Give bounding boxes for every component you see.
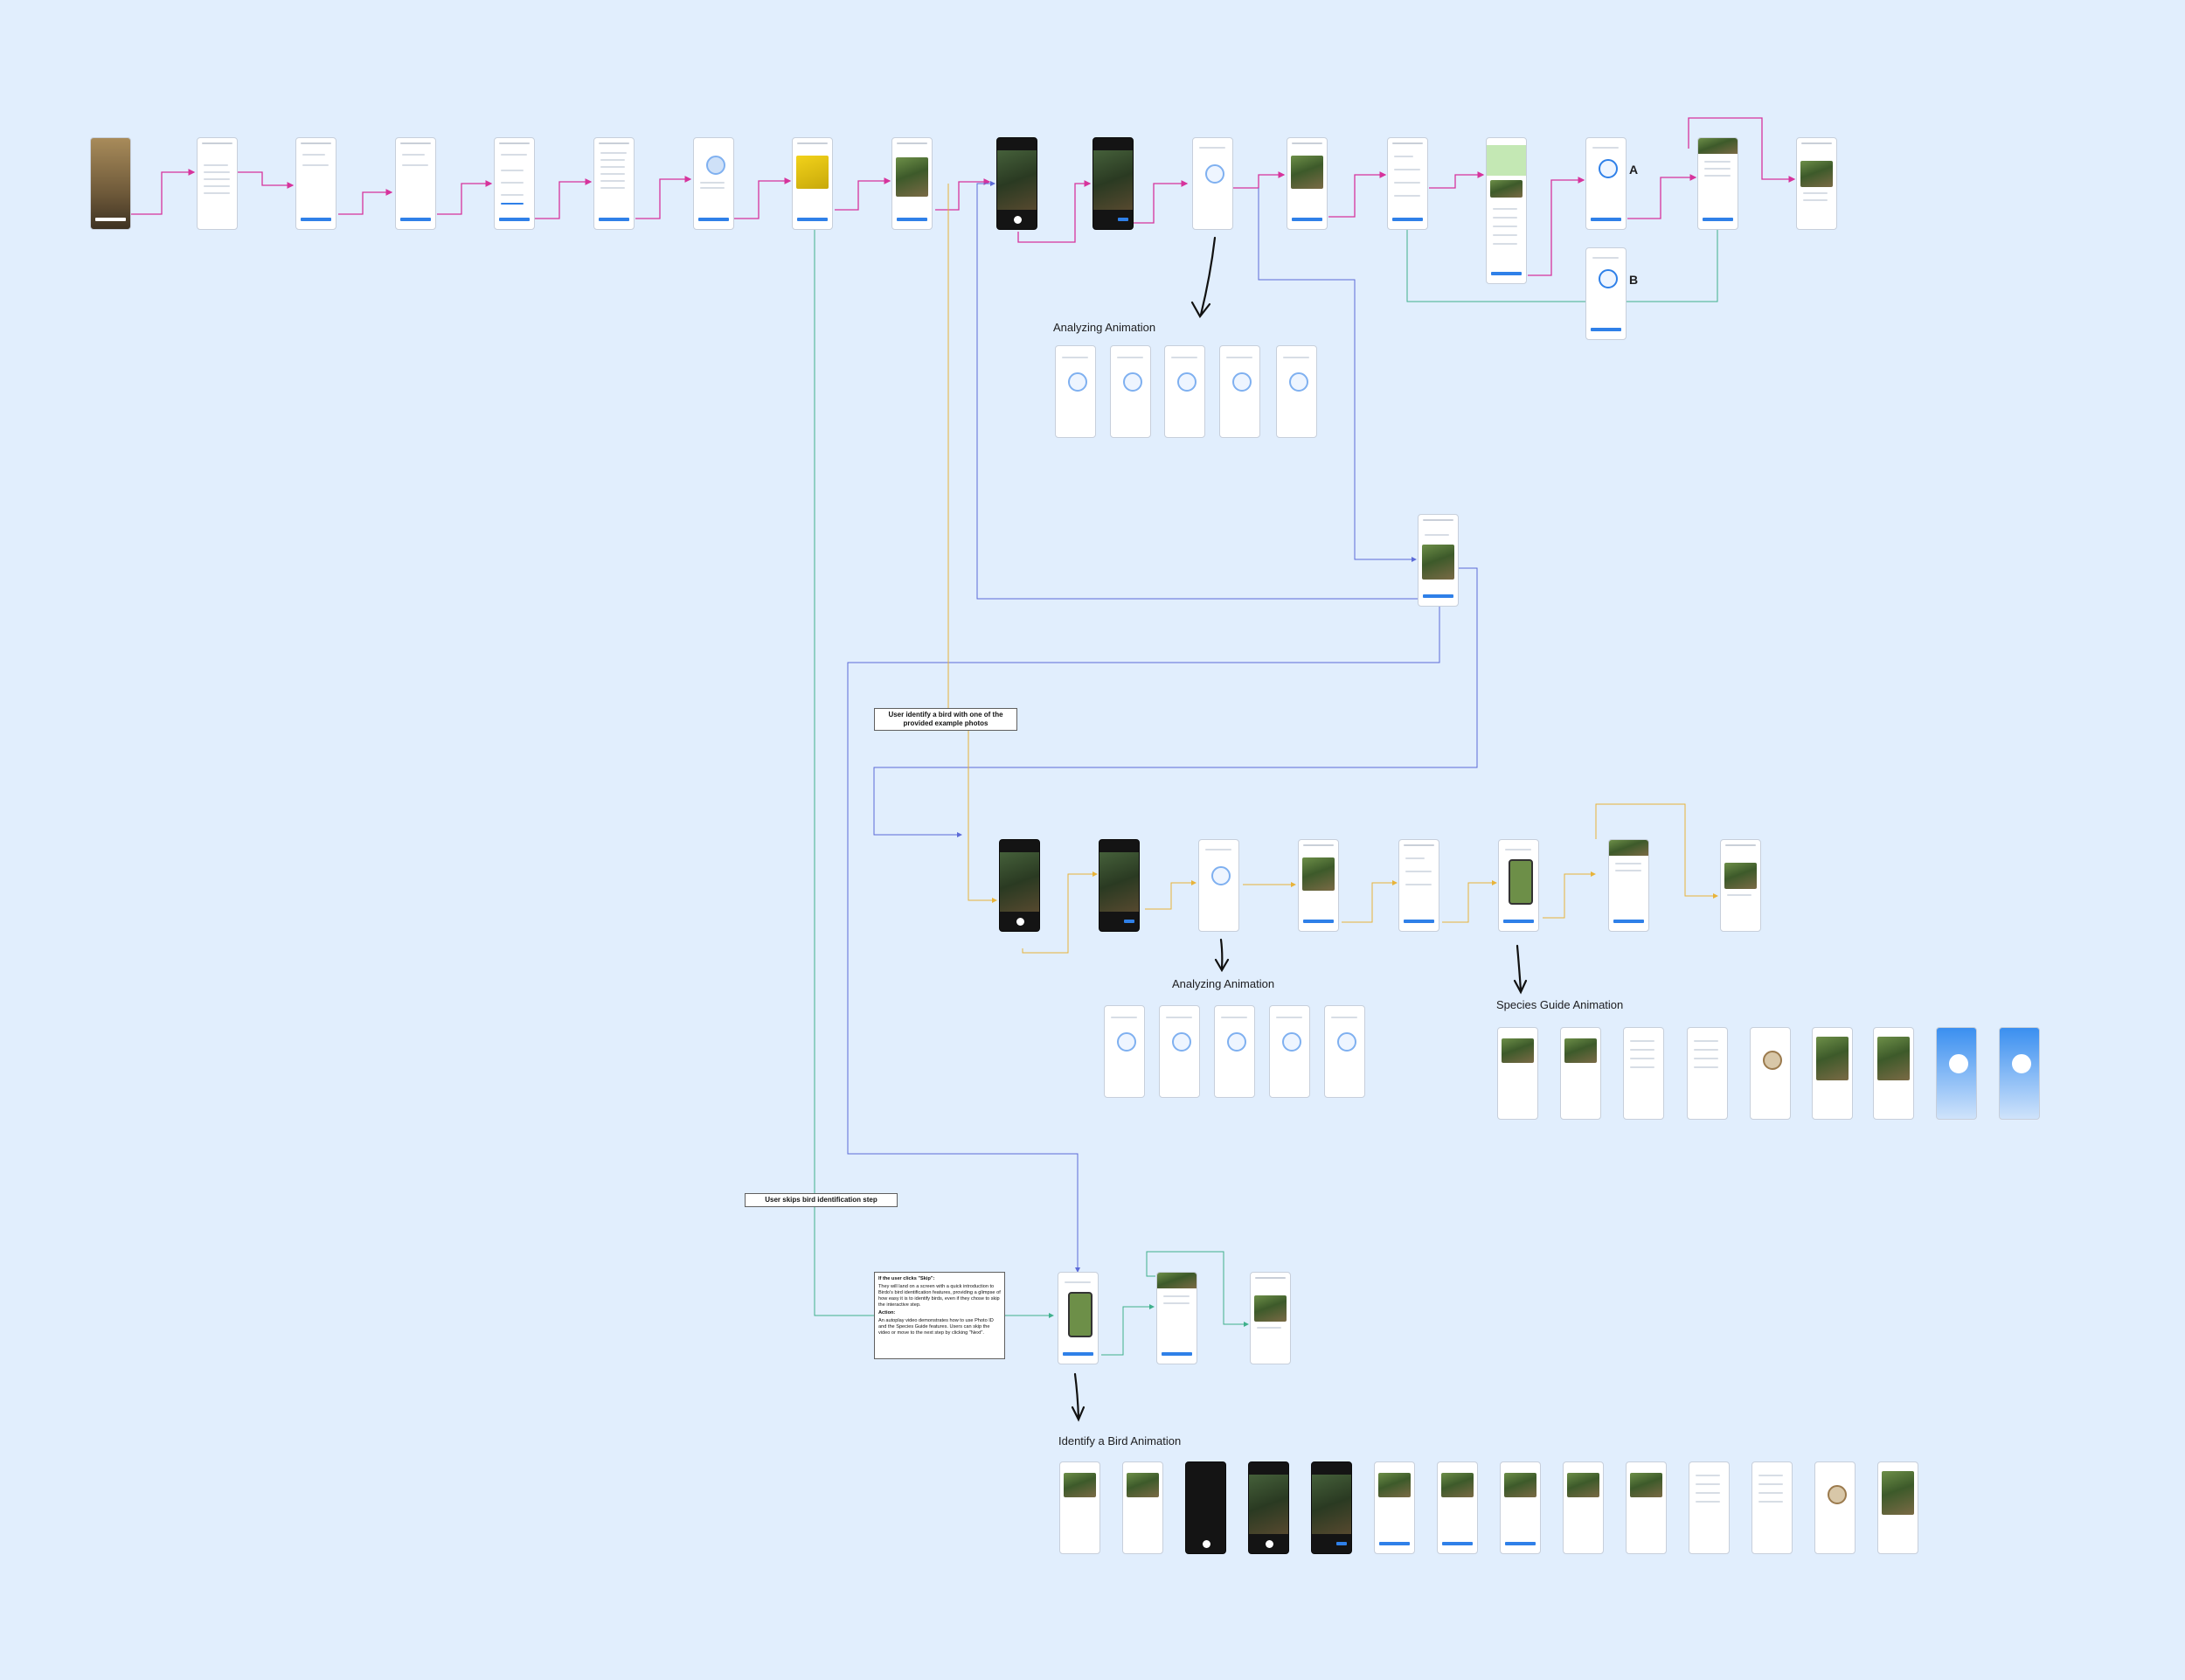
- identify-animation-frame: [1122, 1461, 1163, 1554]
- analyzing-frame: [1324, 1005, 1365, 1098]
- species-guide-frame: [1687, 1027, 1728, 1120]
- species-guide-frame: [1999, 1027, 2040, 1120]
- analyzing-animation-title-2: Analyzing Animation: [1172, 977, 1275, 990]
- result-screen[interactable]: [1287, 137, 1328, 230]
- identify-animation-frame: [1437, 1461, 1478, 1554]
- skip-flow-connectors: [814, 222, 1720, 1356]
- analyzing-frame: [1104, 1005, 1145, 1098]
- identify-animation-frame: [1311, 1461, 1352, 1554]
- analyzing-animation-title-1: Analyzing Animation: [1053, 321, 1156, 334]
- skip-action-body: An autoplay video demonstrates how to us…: [878, 1318, 994, 1336]
- camera-preview-example[interactable]: [1099, 839, 1140, 932]
- species-guide-animation-title: Species Guide Animation: [1496, 998, 1624, 1011]
- subscription-screen[interactable]: [1697, 137, 1738, 230]
- subscription-screen-example[interactable]: [1608, 839, 1649, 932]
- phone-mockup: [1509, 859, 1533, 905]
- onboarding-screen-6[interactable]: [693, 137, 734, 230]
- main-flow-connectors: [131, 117, 1796, 276]
- identify-animation-frame: [1814, 1461, 1856, 1554]
- onboarding-screen-1[interactable]: [197, 137, 238, 230]
- header-banner: [1487, 145, 1526, 176]
- species-guide-frame: [1750, 1027, 1791, 1120]
- identify-animation-frame: [1185, 1461, 1226, 1554]
- skip-detail-body: They will land on a screen with a quick …: [878, 1284, 1001, 1308]
- species-guide-frame: [1560, 1027, 1601, 1120]
- analyzing-frame: [1219, 345, 1260, 438]
- identify-animation-frame: [1374, 1461, 1415, 1554]
- onboarding-screen-5[interactable]: [593, 137, 635, 230]
- analyzing-frame: [1164, 345, 1205, 438]
- analyzing-frame: [1055, 345, 1096, 438]
- identify-animation-frame: [1248, 1461, 1289, 1554]
- analyzing-frame: [1269, 1005, 1310, 1098]
- onboarding-screen-3[interactable]: [395, 137, 436, 230]
- camera-screen-example[interactable]: [999, 839, 1040, 932]
- species-guide-intro-screen[interactable]: [1498, 839, 1539, 932]
- identify-animation-frame: [1500, 1461, 1541, 1554]
- identify-bird-animation-title: Identify a Bird Animation: [1058, 1434, 1182, 1447]
- skip-detail-title: If the user clicks "Skip":: [878, 1276, 935, 1281]
- analyzing-frame: [1159, 1005, 1200, 1098]
- species-guide-frame: [1936, 1027, 1977, 1120]
- species-guide-frame: [1873, 1027, 1914, 1120]
- fun-facts-screen[interactable]: [1387, 137, 1428, 230]
- fun-facts-screen-example[interactable]: [1398, 839, 1439, 932]
- camera-screen[interactable]: [996, 137, 1037, 230]
- skip-action-title: Action:: [878, 1310, 896, 1316]
- identify-animation-frame: [1626, 1461, 1667, 1554]
- species-guide-frame: [1623, 1027, 1664, 1120]
- skip-note: User skips bird identification step: [745, 1193, 898, 1207]
- analyzing-frame: [1214, 1005, 1255, 1098]
- variant-a-label: A: [1629, 163, 1639, 177]
- subscription-screen-skip[interactable]: [1156, 1272, 1197, 1364]
- paywall-variant-b[interactable]: [1585, 247, 1627, 340]
- phone-mockup: [1068, 1292, 1092, 1337]
- retry-flow-connectors: [847, 181, 1478, 1273]
- onboarding-screen-2[interactable]: [295, 137, 336, 230]
- variant-b-label: B: [1629, 273, 1639, 287]
- paywall-variant-a[interactable]: [1585, 137, 1627, 230]
- identify-animation-frame: [1059, 1461, 1100, 1554]
- example-photo-note: User identify a bird with one of the pro…: [874, 708, 1017, 731]
- home-feed-screen-example[interactable]: [1720, 839, 1761, 932]
- identifying-screen-example[interactable]: [1198, 839, 1239, 932]
- retry-example-screen[interactable]: [1418, 514, 1459, 607]
- analyzing-frame: [1276, 345, 1317, 438]
- identifying-screen[interactable]: [1192, 137, 1233, 230]
- result-screen-example[interactable]: [1298, 839, 1339, 932]
- species-guide-frame: [1497, 1027, 1538, 1120]
- camera-preview-screen[interactable]: [1092, 137, 1134, 230]
- identify-animation-frame: [1689, 1461, 1730, 1554]
- home-feed-screen-skip[interactable]: [1250, 1272, 1291, 1364]
- analyzing-frame: [1110, 345, 1151, 438]
- identify-animation-frame: [1563, 1461, 1604, 1554]
- home-feed-screen[interactable]: [1796, 137, 1837, 230]
- identify-animation-frame: [1877, 1461, 1918, 1554]
- skip-intro-video-screen[interactable]: [1058, 1272, 1099, 1364]
- hand-drawn-arrows: [1071, 236, 1528, 1422]
- species-detail-screen[interactable]: [1486, 137, 1527, 284]
- identify-animation-frame: [1751, 1461, 1793, 1554]
- onboarding-screen-4[interactable]: [494, 137, 535, 230]
- splash-screen[interactable]: [90, 137, 131, 230]
- skip-detail-note: If the user clicks "Skip": They will lan…: [874, 1272, 1005, 1359]
- example-photos-screen[interactable]: [891, 137, 933, 230]
- identify-bird-intro-screen[interactable]: [792, 137, 833, 230]
- species-guide-frame: [1812, 1027, 1853, 1120]
